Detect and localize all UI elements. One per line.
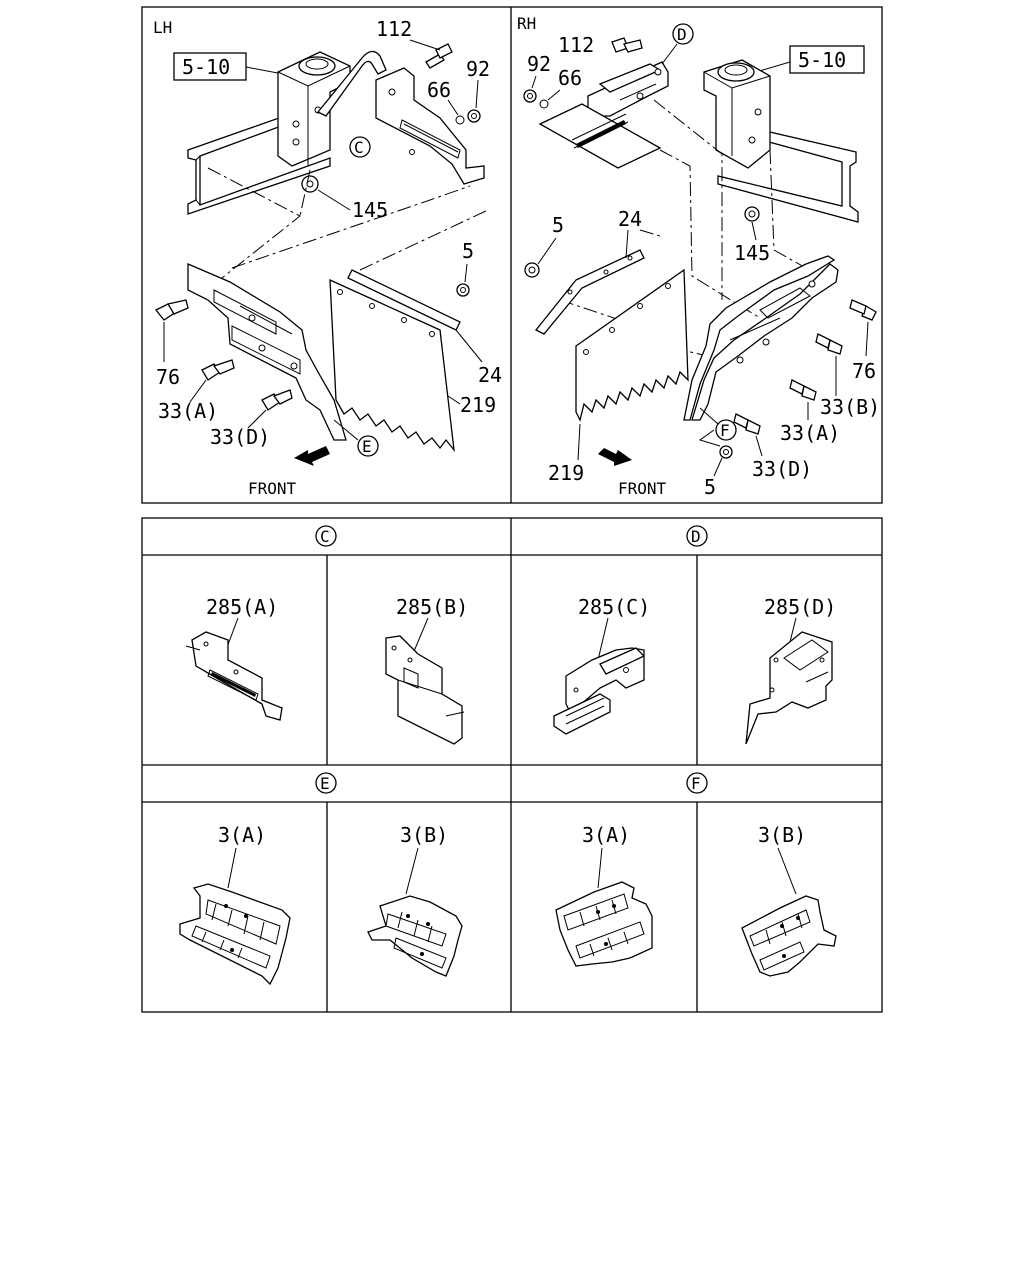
rh-mudflap [575,268,689,422]
detail-285b: 285(B) [385,595,468,745]
detail-grid: C D E F 285(A) 285(B) [141,517,883,1013]
lh-front-label: FRONT [248,479,297,498]
rh-callout-66: 66 [558,66,582,90]
rh-upper-bracket [587,61,669,117]
rh-nut-145 [744,206,760,222]
lh-washer-66 [455,115,465,125]
svg-text:C: C [320,527,330,546]
rh-callout-219: 219 [548,461,584,485]
lh-front-arrow [294,446,330,466]
rh-bolt-33b [815,333,843,355]
rh-cab-mount [703,59,771,169]
lh-callout-92: 92 [466,57,490,81]
lh-bolt-33a [201,359,235,381]
detail-header-c: C [315,525,337,547]
rh-callout-33b: 33(B) [820,395,880,419]
rh-callout-76: 76 [852,359,876,383]
lh-panel: LH 5-10 [153,17,502,498]
detail-3a-right-label: 3(A) [582,823,630,847]
detail-285d: 285(D) [745,595,836,745]
rh-ref-box-label: 5-10 [798,48,846,72]
detail-3a-right: 3(A) [555,823,653,967]
rh-front-label: FRONT [618,479,667,498]
rh-mudguard-bracket [683,255,839,421]
rh-callout-145: 145 [734,241,770,265]
rh-callout-5-lower: 5 [704,475,716,499]
lh-callout-112: 112 [376,17,412,41]
lh-bolt-112 [425,43,453,69]
rh-bolt-76 [849,299,877,321]
detail-3a-left: 3(A) [179,823,291,986]
svg-text:D: D [691,527,701,546]
rh-bolt-33d [733,413,761,435]
detail-285a: 285(A) [185,595,283,721]
lh-nut-5 [456,283,470,297]
lh-side-label: LH [153,18,172,37]
lh-callout-33a: 33(A) [158,399,218,423]
rh-callout-33d: 33(D) [752,457,812,481]
rh-nut-5-upper [524,262,540,278]
lh-bolt-76 [154,299,189,321]
rh-callout-33a: 33(A) [780,421,840,445]
lh-callout-5: 5 [462,239,474,263]
lh-cab-mount [277,51,351,167]
detail-3b-right: 3(B) [741,823,837,977]
exploded-view-frame [141,6,883,504]
rh-callout-5-upper: 5 [552,213,564,237]
detail-285c-label: 285(C) [578,595,650,619]
svg-text:E: E [320,774,330,793]
lh-circle-c [349,136,371,158]
rh-bolt-112 [611,37,643,53]
detail-3b-left: 3(B) [367,823,463,977]
detail-3b-right-label: 3(B) [758,823,806,847]
detail-3a-left-label: 3(A) [218,823,266,847]
rh-side-label: RH [517,14,536,33]
rh-circle-d [672,23,694,45]
lh-callout-219: 219 [460,393,496,417]
lh-nut-145 [301,175,319,193]
rh-circle-f [715,419,737,441]
detail-3b-left-label: 3(B) [400,823,448,847]
svg-text:F: F [691,774,701,793]
rh-circle-d-label: D [677,25,687,44]
lh-nut-92 [467,109,481,123]
rh-callout-24: 24 [618,207,642,231]
rh-strip-24 [534,249,645,335]
detail-285a-label: 285(A) [206,595,278,619]
rh-callout-92: 92 [527,52,551,76]
detail-header-d: D [686,525,708,547]
lh-upper-bracket [375,67,485,185]
lh-bolt-33d [261,389,293,411]
lh-circle-e [357,435,379,457]
lh-mudflap [329,278,455,453]
rh-nut-5-lower [719,445,733,459]
lh-callout-76: 76 [156,365,180,389]
lh-circle-e-label: E [362,437,372,456]
lh-callout-145: 145 [352,198,388,222]
rh-ref-box[interactable] [789,45,865,74]
rh-callout-112: 112 [558,33,594,57]
rh-bolt-33a [789,379,817,401]
rh-nut-92 [523,89,537,103]
detail-header-f: F [686,772,708,794]
detail-285d-label: 285(D) [764,595,836,619]
lh-circle-c-label: C [354,138,364,157]
rh-front-arrow [598,448,632,466]
rh-circle-f-label: F [720,421,730,440]
rh-frame-rail [717,119,859,223]
detail-header-e: E [315,772,337,794]
detail-285b-label: 285(B) [396,595,468,619]
detail-285c: 285(C) [553,595,650,735]
lh-callout-24: 24 [478,363,502,387]
rh-panel: RH 5-10 [517,14,880,499]
rh-washer-66 [539,99,549,109]
lh-callout-66: 66 [427,78,451,102]
lh-ref-box[interactable] [173,52,247,81]
lh-ref-box-label: 5-10 [182,55,230,79]
exploded-view: LH 5-10 [141,6,883,504]
lh-callout-33d: 33(D) [210,425,270,449]
lh-grab-handle [316,50,387,117]
lh-mudguard-bracket [187,263,347,441]
